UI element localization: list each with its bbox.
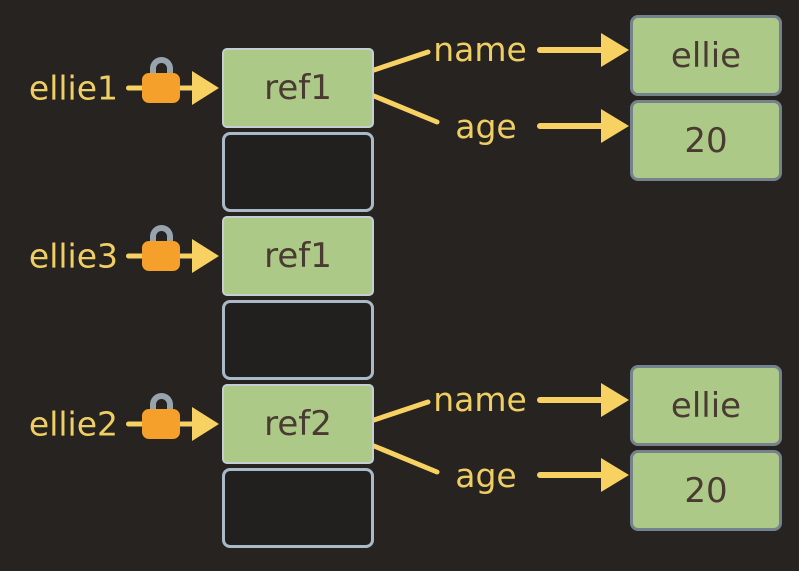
variable-label-ellie1: ellie1 xyxy=(28,68,118,108)
name1-arrow-head-icon xyxy=(601,33,629,67)
variable-label-ellie2: ellie2 xyxy=(28,404,118,444)
stack-cell-ref1-b: ref1 xyxy=(222,216,374,296)
variable-row-ellie3: ellie3 xyxy=(24,218,224,294)
variable-label-ellie3: ellie3 xyxy=(28,236,118,276)
lock-shackle xyxy=(150,393,173,415)
lock-body xyxy=(142,73,180,103)
property-key-name: name xyxy=(433,30,527,69)
lock-icon xyxy=(142,225,180,271)
lock-icon xyxy=(142,393,180,439)
lock-icon xyxy=(142,57,180,103)
lock-shackle xyxy=(150,57,173,79)
ref1-to-age-line xyxy=(371,93,440,125)
property-key-age: age xyxy=(455,456,517,495)
stack-cell-ref2: ref2 xyxy=(222,384,374,464)
property-key-name: name xyxy=(433,380,527,419)
name2-arrow-head-icon xyxy=(601,383,629,417)
stack-cell-ref1-a: ref1 xyxy=(222,48,374,128)
ref2-to-name-line xyxy=(371,399,431,423)
stack-cell-empty xyxy=(222,300,374,380)
lock-body xyxy=(142,409,180,439)
age1-arrow-head-icon xyxy=(601,109,629,143)
stack-cell-empty xyxy=(222,132,374,212)
age2-arrow-head-icon xyxy=(601,458,629,492)
property-key-age: age xyxy=(455,107,517,146)
ref2-to-age-line xyxy=(371,443,440,475)
value-box-age: 20 xyxy=(630,100,782,181)
value-box-name: ellie xyxy=(630,15,782,96)
lock-body xyxy=(142,241,180,271)
stack-cell-empty xyxy=(222,468,374,548)
value-box-name: ellie xyxy=(630,365,782,446)
value-box-age: 20 xyxy=(630,450,782,531)
pointer-arrow-head-icon xyxy=(192,407,219,441)
ref1-to-name-line xyxy=(371,49,431,73)
variable-row-ellie1: ellie1 xyxy=(24,50,224,126)
variable-row-ellie2: ellie2 xyxy=(24,386,224,462)
lock-shackle xyxy=(150,225,173,247)
pointer-arrow-head-icon xyxy=(192,239,219,273)
pointer-arrow-head-icon xyxy=(192,71,219,105)
